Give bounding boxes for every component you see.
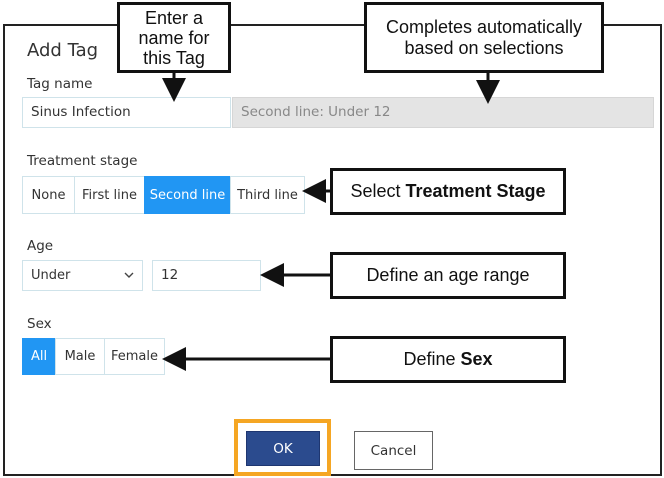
callout-auto-complete-text: Completes automatically based on selecti… bbox=[385, 16, 583, 58]
ok-highlight-box: OK bbox=[234, 419, 331, 476]
ok-button[interactable]: OK bbox=[246, 431, 320, 466]
tag-auto-field: Second line: Under 12 bbox=[232, 97, 654, 128]
add-tag-dialog bbox=[3, 24, 662, 476]
callout-sex: Define Sex bbox=[330, 336, 566, 383]
tag-name-label: Tag name bbox=[27, 76, 93, 92]
callout-treatment-prefix: Select bbox=[350, 181, 406, 201]
sex-label: Sex bbox=[27, 316, 52, 332]
treatment-stage-label: Treatment stage bbox=[27, 153, 138, 169]
cancel-button[interactable]: Cancel bbox=[354, 431, 433, 470]
callout-treatment-bold: Treatment Stage bbox=[405, 181, 546, 201]
age-comparator-value: Under bbox=[31, 268, 71, 283]
callout-age-range: Define an age range bbox=[330, 252, 566, 299]
tag-name-input[interactable]: Sinus Infection bbox=[22, 97, 231, 128]
sex-option-all[interactable]: All bbox=[22, 338, 56, 375]
treatment-option-third-line[interactable]: Third line bbox=[230, 176, 305, 214]
age-comparator-select[interactable]: Under bbox=[22, 260, 143, 291]
age-label: Age bbox=[27, 238, 54, 254]
callout-sex-prefix: Define bbox=[403, 349, 461, 369]
treatment-option-second-line[interactable]: Second line bbox=[144, 176, 231, 214]
callout-age-range-text: Define an age range bbox=[366, 265, 530, 285]
sex-segmented: All Male Female bbox=[22, 338, 165, 375]
age-value-input[interactable]: 12 bbox=[152, 260, 261, 291]
callout-treatment-stage: Select Treatment Stage bbox=[330, 168, 566, 215]
dialog-title: Add Tag bbox=[27, 40, 99, 61]
sex-option-female[interactable]: Female bbox=[104, 338, 165, 375]
callout-auto-complete: Completes automatically based on selecti… bbox=[364, 2, 604, 73]
chevron-down-icon bbox=[124, 272, 134, 278]
sex-option-male[interactable]: Male bbox=[55, 338, 105, 375]
treatment-option-first-line[interactable]: First line bbox=[74, 176, 145, 214]
callout-name-tag-text: Enter a name for this Tag bbox=[138, 7, 210, 68]
treatment-option-none[interactable]: None bbox=[22, 176, 75, 214]
treatment-stage-segmented: None First line Second line Third line bbox=[22, 176, 305, 214]
callout-name-tag: Enter a name for this Tag bbox=[117, 2, 231, 73]
callout-sex-bold: Sex bbox=[460, 349, 493, 369]
